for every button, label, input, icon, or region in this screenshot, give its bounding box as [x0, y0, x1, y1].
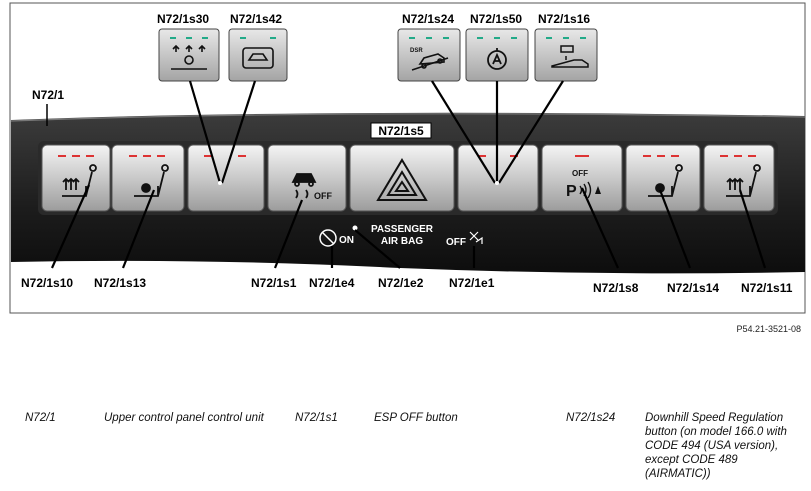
label-s11: N72/1s11 — [741, 281, 793, 295]
svg-text:P: P — [566, 183, 577, 200]
interior-protection-icon — [242, 47, 274, 69]
label-e1: N72/1e1 — [449, 276, 495, 290]
leader-dots — [218, 181, 499, 185]
label-s16: N72/1s16 — [538, 12, 590, 26]
button-s8: OFF P — [541, 144, 623, 212]
button-s5 — [349, 144, 455, 212]
label-n72-1: N72/1 — [32, 88, 64, 102]
legend-desc-0: Upper control panel control unit — [104, 412, 264, 424]
start-stop-icon — [487, 48, 507, 70]
esp-off-text: OFF — [314, 191, 332, 201]
esp-off-icon — [291, 173, 317, 199]
button-s30-s42-pair — [187, 144, 265, 212]
label-s14: N72/1s14 — [667, 281, 719, 295]
label-s8: N72/1s8 — [593, 281, 639, 295]
passenger-airbag-line1: PASSENGER — [371, 224, 434, 235]
label-s10: N72/1s10 — [21, 276, 73, 290]
label-e4: N72/1e4 — [309, 276, 355, 290]
figure-reference: P54.21-3521-08 — [736, 324, 801, 334]
callout-button-s42 — [228, 28, 288, 82]
s5-label-box — [370, 122, 432, 139]
button-s11 — [703, 144, 775, 212]
button-s1: OFF — [267, 144, 347, 212]
pts-off-text: OFF — [572, 169, 588, 178]
panel-highlight — [10, 113, 806, 122]
passenger-airbag-line2: AIR BAG — [381, 236, 423, 247]
airbag-indicator-lamp — [352, 225, 358, 231]
label-s1: N72/1s1 — [251, 276, 297, 290]
label-s50: N72/1s50 — [470, 12, 522, 26]
label-s30: N72/1s30 — [157, 12, 209, 26]
button-s10 — [41, 144, 111, 212]
label-s13: N72/1s13 — [94, 276, 146, 290]
level-control-icon — [551, 45, 589, 68]
callout-button-s50 — [465, 28, 529, 82]
leader-lines — [50, 80, 767, 269]
button-s13 — [111, 144, 185, 212]
airbag-off-indicator: OFF — [446, 231, 483, 248]
hazard-icon — [376, 158, 428, 201]
rear-defrost-icon — [171, 44, 207, 70]
legend-code-1: N72/1s1 — [295, 412, 338, 424]
seat-ventilation-icon — [134, 164, 169, 197]
callout-button-s30 — [158, 28, 220, 82]
label-s24: N72/1s24 — [402, 12, 454, 26]
legend-code-0: N72/1 — [25, 412, 56, 424]
parktronic-icon: P — [566, 181, 601, 200]
seat-heating-icon — [726, 164, 761, 197]
legend-desc-1: ESP OFF button — [374, 412, 458, 424]
airbag-off-icon — [469, 231, 483, 244]
callout-button-s24: DSR — [397, 28, 461, 82]
callout-button-s16 — [534, 28, 598, 82]
downhill-car-icon — [411, 53, 449, 71]
legend-desc-2: Downhill Speed Regulation button (on mod… — [645, 412, 787, 480]
button-s14 — [625, 144, 701, 212]
airbag-off-text: OFF — [446, 237, 466, 248]
label-e2: N72/1e2 — [378, 276, 424, 290]
dsr-text: DSR — [410, 48, 423, 54]
label-s5: N72/1s5 — [378, 124, 424, 138]
legend-code-2: N72/1s24 — [566, 412, 616, 424]
airbag-off-on-icon: ON — [319, 229, 354, 247]
label-s42: N72/1s42 — [230, 12, 282, 26]
airbag-on-text: ON — [339, 235, 354, 246]
